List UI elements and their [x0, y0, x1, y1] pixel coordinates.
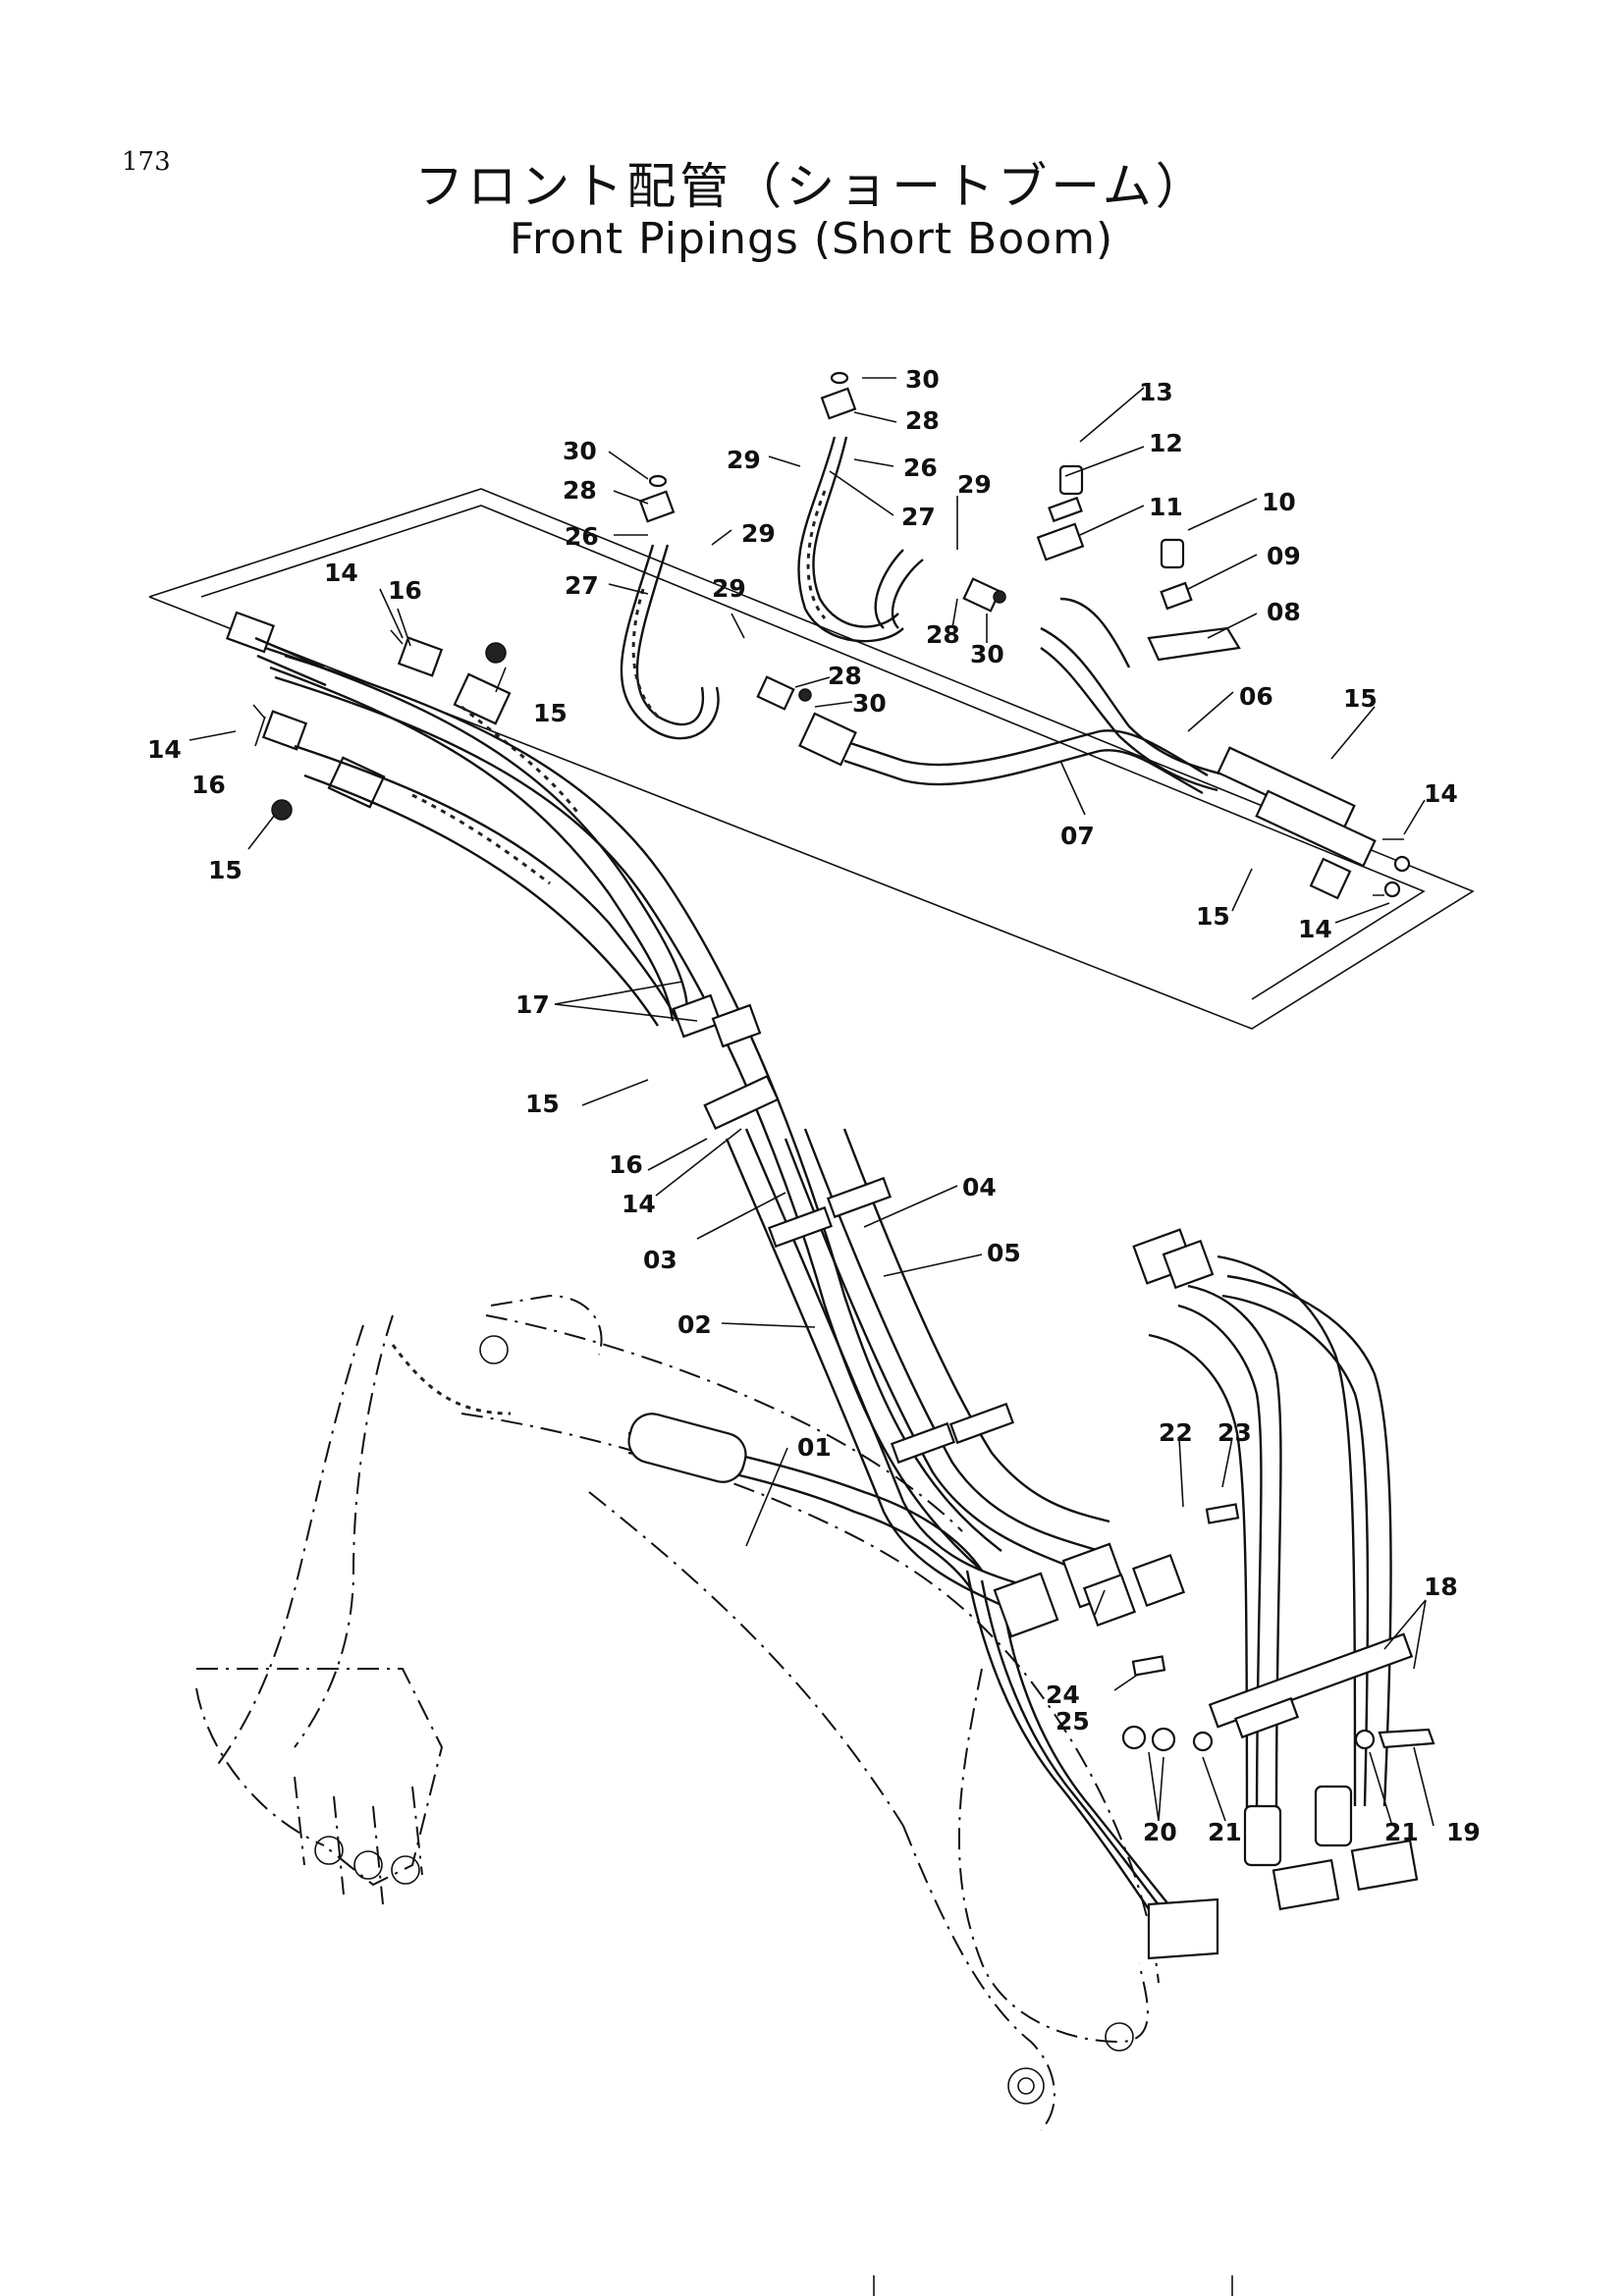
scan-marks	[873, 2275, 1233, 2296]
callout-15-right-upper: 15	[1343, 684, 1378, 713]
boom-pipes-02-05	[672, 993, 1110, 1612]
callout-12: 12	[1149, 429, 1183, 457]
callout-13: 13	[1139, 378, 1173, 406]
callout-08: 08	[1267, 598, 1301, 626]
callout-29-center: 29	[712, 574, 746, 603]
callout-09: 09	[1267, 542, 1301, 570]
callout-28-right: 28	[926, 620, 960, 649]
page-number: 173	[122, 147, 171, 177]
callout-16-upper-left: 16	[388, 576, 422, 605]
callout-15-center: 15	[525, 1090, 560, 1118]
callout-30-left: 30	[563, 437, 597, 465]
callout-25: 25	[1055, 1707, 1090, 1735]
boom-hoses-17	[264, 646, 1002, 1572]
callout-14-right-lower: 14	[1298, 915, 1332, 943]
callout-28-left: 28	[563, 476, 597, 505]
callout-30-right: 30	[970, 640, 1004, 668]
callout-04: 04	[962, 1173, 997, 1201]
callout-14-center: 14	[622, 1190, 656, 1218]
callout-06: 06	[1239, 682, 1273, 711]
callout-05: 05	[987, 1239, 1021, 1267]
pipes-06-07	[798, 626, 1411, 900]
callout-29-center-left: 29	[741, 519, 776, 548]
callout-23: 23	[1217, 1418, 1252, 1447]
callout-17: 17	[515, 990, 550, 1019]
page-title-japanese: フロント配管（ショートブーム）	[414, 158, 1209, 215]
page-title-english: Front Pipings (Short Boom)	[509, 214, 1114, 264]
callout-19: 19	[1446, 1818, 1481, 1846]
clamp-stack-08-13	[1036, 464, 1241, 668]
callout-29-right: 29	[957, 470, 992, 499]
callout-27-right: 27	[901, 503, 936, 531]
callout-27-left: 27	[565, 571, 599, 600]
callout-29-top: 29	[727, 446, 761, 474]
callout-07: 07	[1060, 822, 1095, 850]
callout-22: 22	[1159, 1418, 1193, 1447]
exploded-view-outline	[148, 488, 1475, 1030]
callout-18: 18	[1424, 1573, 1458, 1601]
callout-02: 02	[677, 1310, 712, 1339]
callout-01: 01	[797, 1433, 832, 1462]
right-fittings-18-25	[993, 1228, 1435, 1911]
callout-28-top: 28	[905, 406, 940, 435]
callout-30-top: 30	[905, 365, 940, 394]
callout-11: 11	[1149, 493, 1183, 521]
callout-21-left: 21	[1208, 1818, 1242, 1846]
callout-21-right: 21	[1384, 1818, 1419, 1846]
callout-15-right-lower: 15	[1196, 902, 1230, 931]
callout-20: 20	[1143, 1818, 1177, 1846]
callout-16-center: 16	[609, 1150, 643, 1179]
callout-14-right-upper: 14	[1424, 779, 1458, 808]
callout-10: 10	[1262, 488, 1296, 516]
callout-14-left: 14	[147, 735, 182, 764]
callout-26-left: 26	[565, 522, 599, 551]
callout-15-left: 15	[208, 856, 243, 884]
callout-28-center: 28	[828, 662, 862, 690]
leader-lines	[189, 377, 1434, 1827]
center-hoses-26-27	[620, 371, 1006, 740]
callout-24: 24	[1046, 1681, 1080, 1709]
callout-30-center: 30	[852, 689, 887, 718]
boom-arm-bucket	[195, 1294, 1219, 2131]
callout-14-upper-left: 14	[324, 559, 358, 587]
left-fittings-group	[226, 611, 512, 821]
callout-labels: 01 02 03 04 05 06 07 08 09 10 11 12 13 1…	[147, 365, 1481, 1846]
callout-26-right: 26	[903, 454, 938, 482]
callout-16-left: 16	[191, 771, 226, 799]
callout-15-upper-left: 15	[533, 699, 568, 727]
callout-03: 03	[643, 1246, 677, 1274]
